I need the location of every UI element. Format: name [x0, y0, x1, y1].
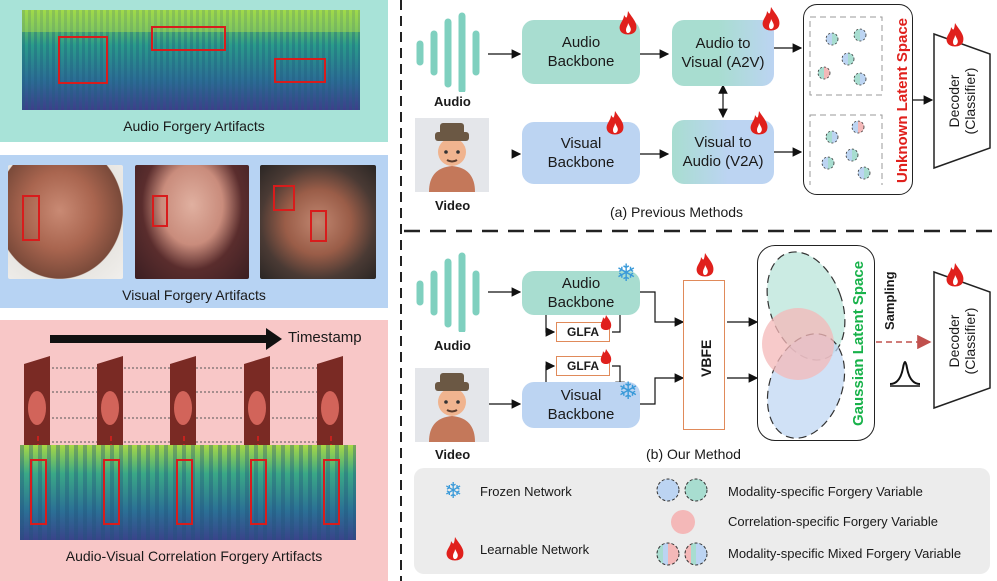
legend-frozen: Frozen Network — [480, 484, 572, 499]
audio-artifact-box — [58, 36, 108, 84]
visual-artifact-box — [273, 185, 295, 211]
visual-artifact-box — [22, 195, 40, 241]
prev-decoder-label: Decoder (Classifier) — [946, 67, 978, 135]
vertical-divider — [400, 0, 402, 581]
av-artifact-box — [250, 459, 267, 525]
block-label: Visual Backbone — [547, 387, 615, 423]
visual-artifacts-panel: Visual Forgery Artifacts — [0, 155, 388, 308]
face-image — [135, 165, 249, 279]
gaussian-latent-space: Gaussian Latent Space — [757, 245, 875, 441]
prev-audio-label: Audio — [434, 94, 471, 109]
mixed-variable-icon — [656, 542, 708, 566]
av-artifact-box — [103, 459, 120, 525]
block-label: Audio Backbone — [547, 275, 615, 311]
video-person-icon — [415, 368, 489, 442]
frames-diagram — [24, 356, 343, 460]
glfa-top: GLFA — [556, 322, 610, 342]
flame-icon — [696, 253, 714, 277]
vbfe-label: VBFE — [698, 339, 714, 377]
ours-audio-label: Audio — [434, 338, 471, 353]
flame-icon — [762, 7, 780, 31]
video-person-icon — [415, 118, 489, 192]
v2a-block: Visual to Audio (V2A) — [672, 120, 774, 184]
av-artifact-box — [176, 459, 193, 525]
legend-modality: Modality-specific Forgery Variable — [728, 484, 923, 499]
flame-icon — [606, 111, 624, 135]
audio-artifacts-caption: Audio Forgery Artifacts — [123, 118, 265, 134]
modality-variable-icon — [656, 478, 708, 502]
legend-learnable: Learnable Network — [480, 542, 590, 557]
glfa-bottom: GLFA — [556, 356, 610, 376]
prev-decoder — [933, 32, 991, 170]
snowflake-icon: ❄ — [616, 260, 637, 287]
ours-visual-backbone: Visual Backbone — [522, 382, 640, 428]
prev-caption: (a) Previous Methods — [610, 204, 744, 220]
vbfe-block: VBFE — [683, 280, 725, 430]
block-label: Visual Backbone — [547, 135, 615, 171]
block-label: Visual to Audio (V2A) — [682, 134, 764, 170]
snowflake-icon: ❄ — [444, 478, 463, 503]
gaussian-curve-icon — [889, 361, 921, 387]
flame-icon — [619, 11, 637, 35]
audio-waveform-icon — [416, 12, 480, 92]
av-artifact-box — [323, 459, 340, 525]
face-image — [8, 165, 123, 279]
block-label: Audio to Visual (A2V) — [681, 35, 765, 71]
gaussian-latent-label: Gaussian Latent Space — [850, 260, 867, 426]
block-label: Audio Backbone — [547, 34, 615, 70]
latent-points — [809, 16, 883, 185]
visual-artifact-box — [152, 195, 168, 227]
ours-decoder-label: Decoder (Classifier) — [946, 307, 978, 375]
legend: ❄ Frozen Network Learnable Network Modal… — [414, 468, 990, 574]
visual-artifact-box — [310, 210, 327, 242]
av-artifacts-panel: Timestamp — [0, 320, 388, 581]
audio-artifacts-panel: Audio Forgery Artifacts — [0, 0, 388, 142]
audio-artifact-box — [151, 26, 226, 51]
horizontal-divider — [404, 229, 997, 233]
correlation-variable-icon — [671, 510, 695, 534]
audio-waveform-icon — [416, 252, 480, 332]
flame-icon — [446, 537, 464, 561]
gaussian-ellipses — [762, 251, 846, 439]
av-artifact-box — [30, 459, 47, 525]
flame-icon — [946, 23, 964, 47]
sampling-label: Sampling — [882, 271, 897, 330]
mixed-variable-icon — [818, 29, 870, 179]
flame-icon — [946, 263, 964, 287]
ours-decoder — [933, 270, 991, 410]
ours-video-label: Video — [435, 447, 471, 462]
flame-icon — [600, 315, 612, 330]
timestamp-arrow — [50, 328, 282, 350]
prev-video-label: Video — [435, 198, 471, 213]
timestamp-label: Timestamp — [288, 329, 362, 346]
visual-artifacts-caption: Visual Forgery Artifacts — [122, 287, 266, 303]
a2v-block: Audio to Visual (A2V) — [672, 20, 774, 86]
unknown-latent-label: Unknown Latent Space — [894, 17, 911, 183]
ours-audio-backbone: Audio Backbone — [522, 271, 640, 315]
frame-thumbnails — [24, 356, 343, 454]
glfa-label: GLFA — [567, 359, 599, 373]
ours-caption: (b) Our Method — [646, 446, 741, 462]
unknown-latent-space: Unknown Latent Space — [803, 4, 913, 195]
legend-correlation: Correlation-specific Forgery Variable — [728, 514, 939, 529]
legend-mixed: Modality-specific Mixed Forgery Variable — [728, 546, 962, 561]
av-artifacts-caption: Audio-Visual Correlation Forgery Artifac… — [65, 548, 323, 564]
flame-icon — [600, 349, 612, 364]
face-image — [260, 165, 376, 279]
glfa-label: GLFA — [567, 325, 599, 339]
audio-artifact-box — [274, 58, 326, 83]
snowflake-icon: ❄ — [618, 378, 639, 405]
flame-icon — [750, 111, 768, 135]
